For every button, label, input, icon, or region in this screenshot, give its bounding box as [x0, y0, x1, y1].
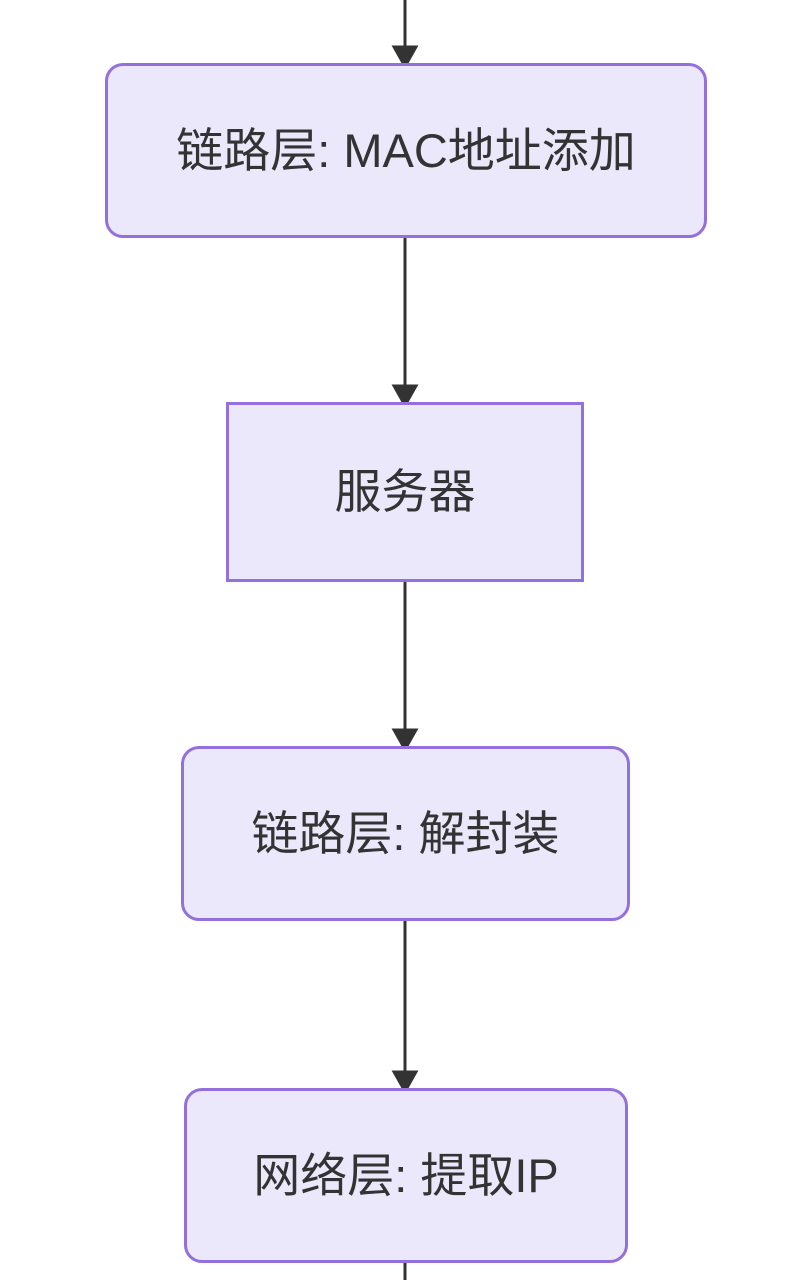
node-label: 链路层: 解封装 — [251, 806, 560, 860]
node-label: 网络层: 提取IP — [253, 1148, 559, 1202]
node-link-layer-mac-address-add[interactable]: 链路层: MAC地址添加 — [105, 63, 707, 238]
node-label: 链路层: MAC地址添加 — [176, 123, 636, 177]
node-link-layer-decapsulation[interactable]: 链路层: 解封装 — [181, 746, 630, 921]
node-label: 服务器 — [334, 465, 476, 519]
node-server[interactable]: 服务器 — [226, 402, 584, 582]
node-network-layer-extract-ip[interactable]: 网络层: 提取IP — [184, 1088, 628, 1263]
